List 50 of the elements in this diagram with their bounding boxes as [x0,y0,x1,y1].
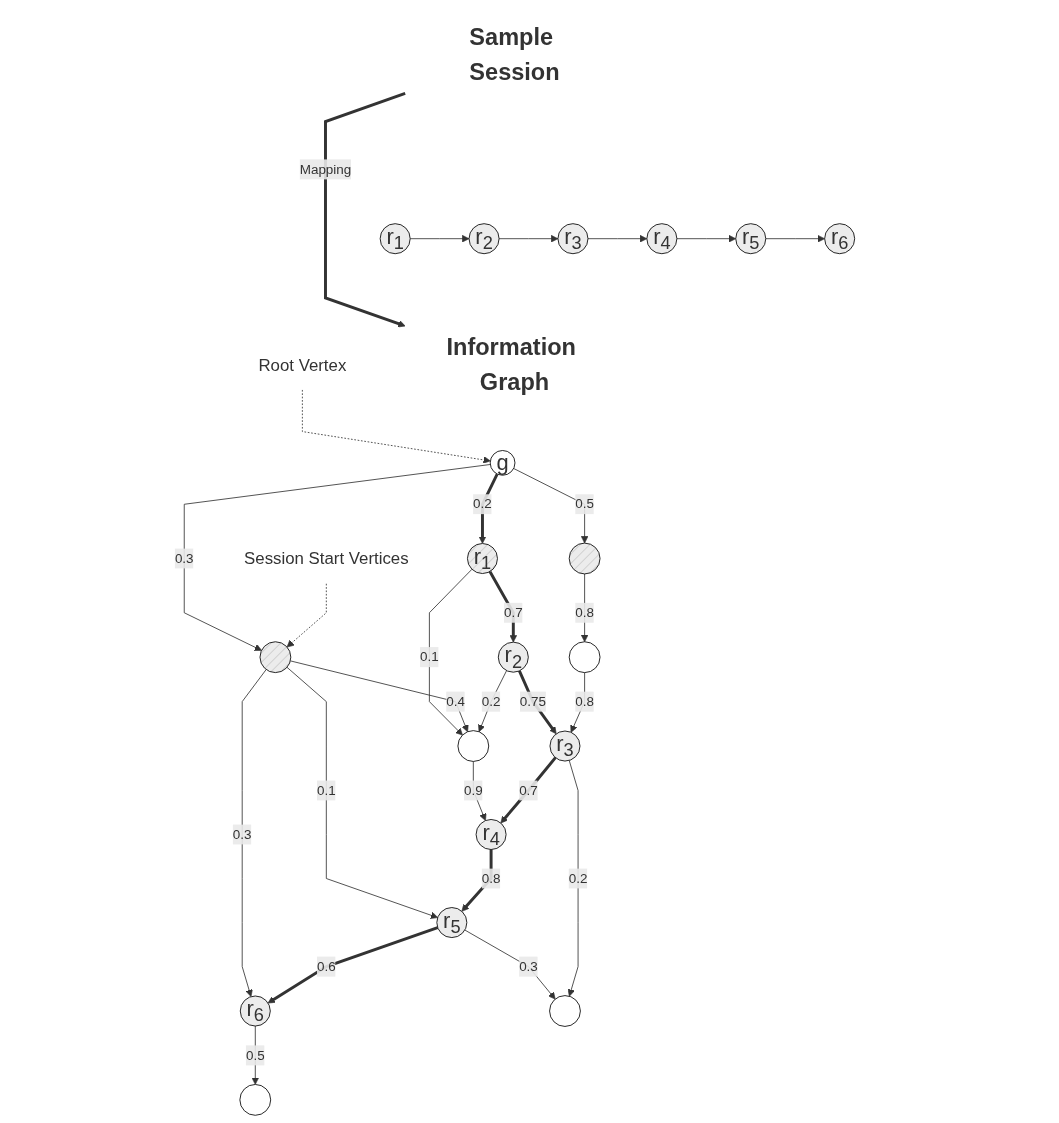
edge-label: 0.8 [481,870,501,886]
edge-label: 0.75 [519,694,547,709]
node-circle: r$_{4}$ [475,819,507,850]
edge-label: 0.3 [519,959,538,974]
edge-label: 0.6 [316,959,336,974]
node-circle: r$_{6}$ [824,223,856,255]
arrow [461,849,493,912]
edge-label: 0.8 [575,605,594,620]
arrow [267,926,439,1004]
node-circle: r$_{6}$ [239,995,271,1027]
arrow [478,473,499,544]
edge-label: 0.3 [174,550,194,566]
node-circle [457,730,490,762]
edge-label: 0.8 [575,694,594,709]
arrow [488,570,517,643]
edge-label: 0.5 [575,496,594,511]
node-circle: r$_{3}$ [557,223,589,255]
node-circle [568,641,601,673]
edge-label: 0.7 [519,782,538,798]
node-circle: g [489,450,516,476]
arrow [500,756,557,824]
node-circle: r$_{4}$ [646,223,678,255]
edge-label: 0.2 [473,496,492,511]
edge-label: Mapping [299,161,352,177]
node-circle [239,1084,272,1116]
edge-label: 0.7 [503,605,523,620]
node-circle: r$_{5}$ [735,223,767,255]
edge-label: 0.1 [420,649,439,664]
arrow [324,91,406,328]
edge-label: 0.1 [316,782,336,798]
node-circle: r$_{2}$ [497,641,529,673]
node-circle: r$_{1}$ [379,223,411,255]
node-circle: r$_{2}$ [468,223,500,255]
node-text: Information Graph [446,333,576,395]
node-circle [568,542,601,575]
edge-label: 0.2 [481,694,501,709]
node-circle [549,995,581,1027]
node-circle: r$_{3}$ [549,730,581,762]
node-circle [259,641,292,673]
arrow [518,670,557,735]
edge-label: 0.9 [463,782,483,798]
edge-label: 0.5 [245,1047,265,1063]
node-circle: r$_{5}$ [436,907,468,938]
node-circle: r$_{1}$ [467,543,498,574]
edge-label: 0.2 [568,870,588,886]
node-text: Root Vertex [258,355,347,374]
node-text: Sample Session [469,23,560,85]
edge-label: 0.4 [446,694,465,709]
edge-label: 0.3 [232,826,252,842]
node-text: Session Start Vertices [244,549,409,568]
